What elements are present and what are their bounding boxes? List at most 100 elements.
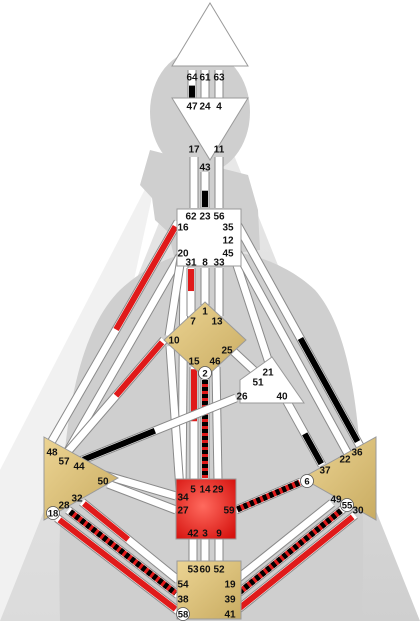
gate-10-label: 10 [168,336,180,347]
gate-29: 29 [212,485,224,496]
center-spleen [43,436,120,521]
gate-9-label: 9 [216,529,222,540]
gate-61: 61 [199,73,211,84]
gate-27: 27 [177,506,189,517]
gate-52-label: 52 [213,565,225,576]
gate-50-label: 50 [97,477,109,488]
gate-1: 1 [202,307,208,318]
channel-10-57 [60,337,168,459]
gate-35-label: 35 [222,223,234,234]
channel-59-6 [234,477,303,515]
gate-53: 53 [187,565,199,576]
gate-19: 19 [224,580,236,591]
gate-63-label: 63 [213,73,225,84]
gate-30: 30 [352,506,364,517]
gate-26: 26 [236,392,248,403]
gate-49-label: 49 [330,495,342,506]
gate-18-circle [46,506,60,520]
gate-55-circle [340,498,354,512]
gate-16-label: 16 [177,223,189,234]
gate-17-label: 17 [188,145,200,156]
gate-58-label: 58 [178,610,189,621]
gate-43: 43 [199,163,211,174]
gate-8-label: 8 [202,258,208,269]
gate-39: 39 [224,595,236,606]
gate-1-label: 1 [202,307,208,318]
channel-46-29 [211,366,223,481]
gate-50: 50 [97,477,109,488]
gate-36: 36 [351,448,363,459]
gate-6: 6 [300,474,314,488]
channel-32-54 [79,498,181,584]
gate-6-circle [300,474,314,488]
gate-42: 42 [187,529,199,540]
gate-60: 60 [199,565,211,576]
gate-33-label: 33 [213,258,225,269]
gate-5-label: 5 [190,485,196,496]
gate-56: 56 [213,212,225,223]
gate-12-label: 12 [222,236,234,247]
gate-18: 18 [46,506,60,520]
gate-3-label: 3 [202,529,208,540]
gate-4-label: 4 [216,102,222,113]
channel-35-36 [232,219,364,449]
gate-31-label: 31 [185,258,197,269]
gate-64: 64 [186,73,198,84]
gate-62-label: 62 [185,212,197,223]
gate-18-label: 18 [48,509,59,520]
gate-57-label: 57 [58,457,70,468]
gate-44-label: 44 [73,462,85,473]
gate-30-label: 30 [352,506,364,517]
gate-36-label: 36 [351,448,363,459]
channel-20-10 [164,257,186,337]
gate-5: 5 [190,485,196,496]
gate-12: 12 [222,236,234,247]
gate-45-label: 45 [222,249,234,260]
channel-55-39 [233,505,346,599]
gate-17: 17 [188,145,200,156]
gate-39-label: 39 [224,595,236,606]
gate-34: 34 [177,493,189,504]
gate-57: 57 [58,457,70,468]
gate-46: 46 [209,357,221,368]
channel-40-37 [282,397,326,468]
gate-11-label: 11 [214,145,225,156]
center-head [171,2,249,67]
gate-25-label: 25 [221,346,233,357]
gate-55: 55 [340,498,354,512]
gate-2-label: 2 [202,369,207,380]
gate-49: 49 [330,495,342,506]
gate-28: 28 [58,501,70,512]
gate-6-label: 6 [304,477,309,488]
gate-52: 52 [213,565,225,576]
gate-54-label: 54 [177,580,189,591]
gate-54: 54 [177,580,189,591]
gate-40-label: 40 [276,392,288,403]
gate-51-label: 51 [252,378,264,389]
channel-26-44 [78,393,238,466]
gate-47-label: 47 [186,102,198,113]
gate-4: 4 [216,102,222,113]
gate-14-label: 14 [199,485,211,496]
gate-13-label: 13 [211,317,223,328]
gate-64-label: 64 [186,73,198,84]
channel-20-57 [61,253,184,459]
gate-23-label: 23 [199,212,211,223]
gate-37: 37 [319,466,331,477]
gate-44: 44 [73,462,85,473]
gate-27-label: 27 [177,506,189,517]
gate-22-label: 22 [339,455,351,466]
gate-45: 45 [222,249,234,260]
gate-58: 58 [176,607,190,621]
gate-8: 8 [202,258,208,269]
gate-24-label: 24 [199,102,211,113]
gate-24: 24 [199,102,211,113]
gate-32: 32 [71,494,83,505]
gate-31: 31 [185,258,197,269]
gate-40: 40 [276,392,288,403]
gate-51: 51 [252,378,264,389]
gate-41: 41 [224,610,236,621]
gate-21: 21 [262,368,274,379]
gate-15: 15 [188,357,200,368]
